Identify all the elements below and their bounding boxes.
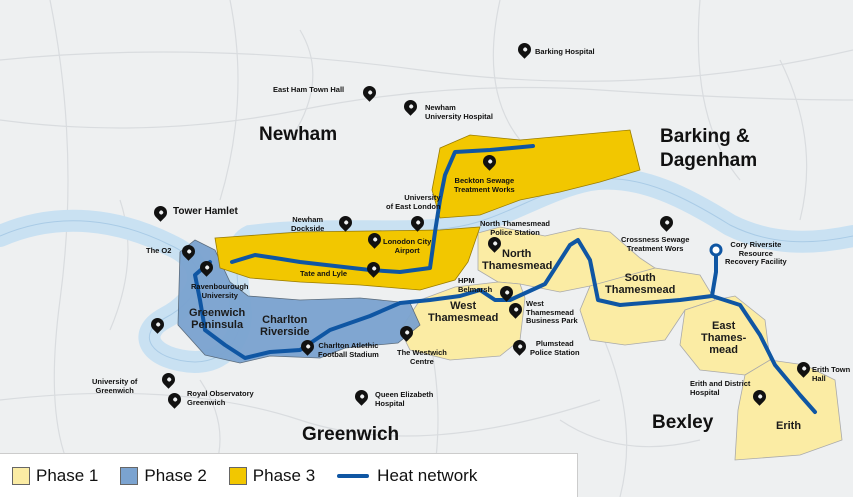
place-tate-and-lyle: Tate and Lyle [300, 269, 348, 278]
borough-dagenham: Dagenham [660, 150, 758, 171]
borough-bexley: Bexley [652, 412, 714, 433]
legend-item-phase1: Phase 1 [12, 466, 98, 486]
borough-barking: Barking & [660, 126, 750, 147]
legend-label-heat-network: Heat network [377, 465, 478, 485]
zone-phase3-royal-docks [214, 226, 481, 291]
map-legend: Phase 1 Phase 2 Phase 3 Heat network [0, 453, 578, 497]
legend-swatch-phase2 [120, 466, 139, 485]
legend-swatch-heat-network [337, 473, 370, 478]
legend-item-heat-network: Heat network [337, 466, 477, 486]
place-tower-hamlet: Tower Hamlet [173, 206, 238, 217]
legend-item-phase2: Phase 2 [120, 465, 207, 486]
zone-phase1-erith [734, 359, 843, 461]
place-east-ham-town-hall: East Ham Town Hall [273, 85, 345, 94]
place-the-o2: The O2 [146, 246, 172, 255]
zone-label-erith: Erith [776, 420, 802, 432]
legend-label-phase2: Phase 2 [144, 465, 207, 485]
borough-greenwich: Greenwich [302, 424, 400, 445]
place-barking-hospital: Barking Hospital [535, 47, 595, 56]
heat-network [193, 144, 817, 414]
legend-swatch-phase3 [228, 466, 247, 485]
legend-item-phase3: Phase 3 [228, 465, 316, 486]
zone-phase2-greenwich-charlton [177, 239, 421, 364]
legend-label-phase1: Phase 1 [36, 465, 99, 485]
borough-newham: Newham [259, 124, 338, 145]
zone-phase1-south-thamesmead [579, 267, 716, 346]
legend-swatch-phase1 [12, 466, 30, 485]
cory-facility-marker [709, 243, 723, 257]
legend-label-phase3: Phase 3 [252, 465, 316, 485]
